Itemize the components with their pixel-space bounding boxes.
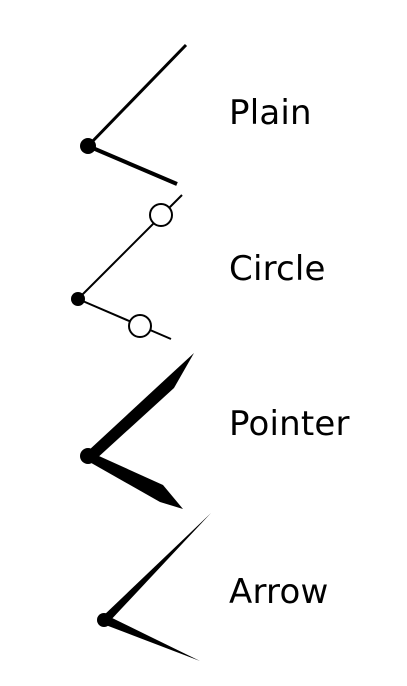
circle-short-hand — [77, 298, 172, 340]
circle-pivot — [71, 292, 85, 306]
pointer-long-hand — [88, 353, 194, 460]
plain-short-hand — [87, 144, 178, 186]
pointer-short-hand — [86, 452, 183, 509]
circle-hand-sample — [71, 194, 183, 340]
arrow-label: Arrow — [229, 572, 329, 612]
arrow-hand-sample — [97, 513, 211, 661]
arrow-pivot — [97, 613, 111, 627]
circle-long-hand-marker — [149, 203, 173, 227]
pointer-label: Pointer — [229, 404, 350, 444]
circle-label: Circle — [229, 249, 326, 289]
pointer-hand-sample — [80, 353, 194, 509]
plain-hand-sample — [80, 43, 188, 186]
plain-pivot — [80, 138, 96, 154]
pointer-pivot — [80, 448, 96, 464]
plain-long-hand — [86, 43, 188, 148]
plain-label: Plain — [229, 93, 312, 133]
arrow-long-hand — [102, 513, 211, 623]
arrow-short-hand — [103, 616, 200, 661]
circle-short-hand-marker — [128, 314, 152, 338]
